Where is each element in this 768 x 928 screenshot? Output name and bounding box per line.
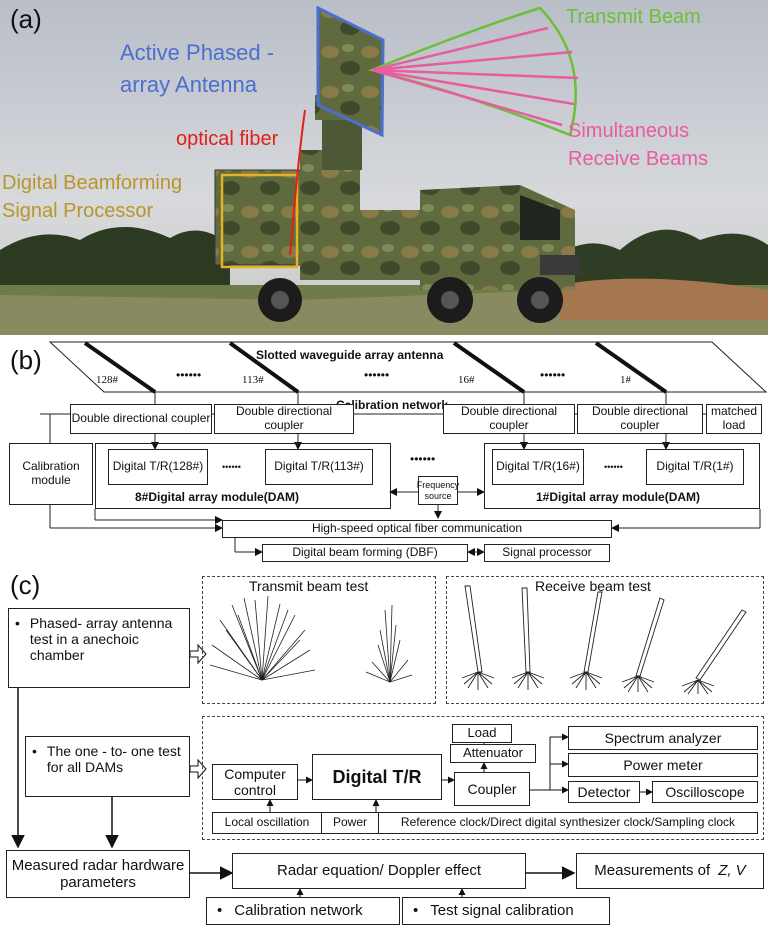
test-signal-text: Test signal calibration bbox=[430, 902, 574, 920]
processor-label-line2: Signal Processor bbox=[2, 200, 154, 222]
dam8-tr-128: Digital T/R(128#) bbox=[108, 449, 208, 485]
calibration-network-label: Calibration network bbox=[336, 398, 449, 412]
computer-control-box: Computer control bbox=[212, 764, 298, 800]
dbf-box: Digital beam forming (DBF) bbox=[262, 544, 468, 562]
radar-equation-box: Radar equation/ Doppler effect bbox=[232, 853, 526, 889]
power-meter-box: Power meter bbox=[568, 753, 758, 777]
optical-fiber-comm: High-speed optical fiber communication bbox=[222, 520, 612, 538]
antenna-label-line2: array Antenna bbox=[120, 72, 257, 97]
dam1-dots: •••••• bbox=[604, 462, 623, 472]
receive-label-line1: Simultaneous bbox=[568, 120, 690, 142]
bullet: • bbox=[15, 615, 20, 631]
dam8-title: 8#Digital array module(DAM) bbox=[135, 490, 300, 504]
computer-control-text: Computer control bbox=[224, 765, 286, 798]
dam1-tr-16: Digital T/R(16#) bbox=[492, 449, 584, 485]
calibration-network-text: Calibration network bbox=[234, 902, 363, 920]
photo-panel: (a) Active Phased - array Antenna Transm… bbox=[0, 0, 768, 335]
dam-8-module bbox=[95, 443, 391, 509]
element-label-16: 16# bbox=[458, 374, 475, 386]
clock-strip: Local oscillation Power Reference clock/… bbox=[212, 812, 758, 834]
detector-box: Detector bbox=[568, 781, 640, 803]
measurements-vars: Z, V bbox=[718, 862, 746, 880]
receive-beam-test-title: Receive beam test bbox=[535, 578, 651, 594]
spectrum-analyzer-box: Spectrum analyzer bbox=[568, 726, 758, 750]
coupler-box: Coupler bbox=[454, 772, 530, 806]
panel-b-label: (b) bbox=[10, 345, 42, 375]
phased-array-test-text: Phased- array antenna test in a anechoic… bbox=[29, 615, 173, 664]
local-oscillation-cell: Local oscillation bbox=[213, 813, 322, 833]
bullet: • bbox=[217, 902, 223, 920]
frequency-source: Frequency source bbox=[417, 476, 459, 505]
ellipsis-2: •••••• bbox=[364, 368, 390, 382]
ellipsis-3: •••••• bbox=[540, 368, 566, 382]
calibration-module: Calibration module bbox=[9, 443, 93, 505]
digital-tr-box: Digital T/R bbox=[312, 754, 442, 800]
dam-test-box: • The one - to- one test for all DAMs bbox=[25, 736, 190, 797]
antenna-title: Slotted waveguide array antenna bbox=[256, 348, 444, 362]
element-label-113: 113# bbox=[242, 374, 264, 386]
test-signal-box: • Test signal calibration bbox=[402, 897, 610, 925]
power-cell: Power bbox=[322, 813, 379, 833]
bullet: • bbox=[32, 743, 37, 759]
photo-illustration bbox=[0, 0, 768, 335]
antenna-label-line1: Active Phased - bbox=[120, 40, 275, 65]
measured-params-box: Measured radar hardware parameters bbox=[6, 850, 190, 898]
coupler-16: Double directional coupler bbox=[443, 404, 575, 434]
dam8-dots: •••••• bbox=[222, 462, 241, 472]
processor-label-line1: Digital Beamforming bbox=[2, 172, 183, 194]
receive-beam-test-box bbox=[446, 576, 764, 704]
optical-fiber-label: optical fiber bbox=[176, 128, 279, 150]
calibration-network-box: • Calibration network bbox=[206, 897, 400, 925]
measurements-prefix: Measurements of bbox=[594, 862, 711, 880]
element-label-1: 1# bbox=[620, 374, 631, 386]
load-box: Load bbox=[452, 724, 512, 743]
oscilloscope-box: Oscilloscope bbox=[652, 781, 758, 803]
receive-label-line2: Receive Beams bbox=[568, 148, 709, 170]
coupler-128: Double directional coupler bbox=[70, 404, 212, 434]
dam-1-module bbox=[484, 443, 760, 509]
dam8-tr-113: Digital T/R(113#) bbox=[265, 449, 373, 485]
transmit-beam-test-title: Transmit beam test bbox=[249, 578, 369, 594]
signal-processor-box: Signal processor bbox=[484, 544, 610, 562]
matched-load: matched load bbox=[706, 404, 762, 434]
reference-clock-cell: Reference clock/Direct digital synthesiz… bbox=[400, 815, 736, 830]
ellipsis-1: •••••• bbox=[176, 368, 202, 382]
phased-array-test-box: • Phased- array antenna test in a anecho… bbox=[8, 608, 190, 688]
dam1-title: 1#Digital array module(DAM) bbox=[536, 490, 701, 504]
transmit-beam-test-box bbox=[202, 576, 436, 704]
element-label-128: 128# bbox=[96, 374, 118, 386]
panel-c-label: (c) bbox=[10, 570, 41, 600]
attenuator-box: Attenuator bbox=[450, 744, 536, 763]
panel-a-label: (a) bbox=[10, 4, 42, 34]
middle-dots: •••••• bbox=[410, 452, 436, 466]
transmit-beam-label: Transmit Beam bbox=[566, 6, 701, 28]
bullet: • bbox=[413, 902, 419, 920]
measurements-box: Measurements of Z, V bbox=[576, 853, 764, 889]
dam-test-text: The one - to- one test for all DAMs bbox=[46, 743, 181, 776]
dam1-tr-1: Digital T/R(1#) bbox=[646, 449, 744, 485]
coupler-113: Double directional coupler bbox=[214, 404, 354, 434]
test-bench-box bbox=[202, 716, 764, 840]
coupler-1: Double directional coupler bbox=[577, 404, 703, 434]
